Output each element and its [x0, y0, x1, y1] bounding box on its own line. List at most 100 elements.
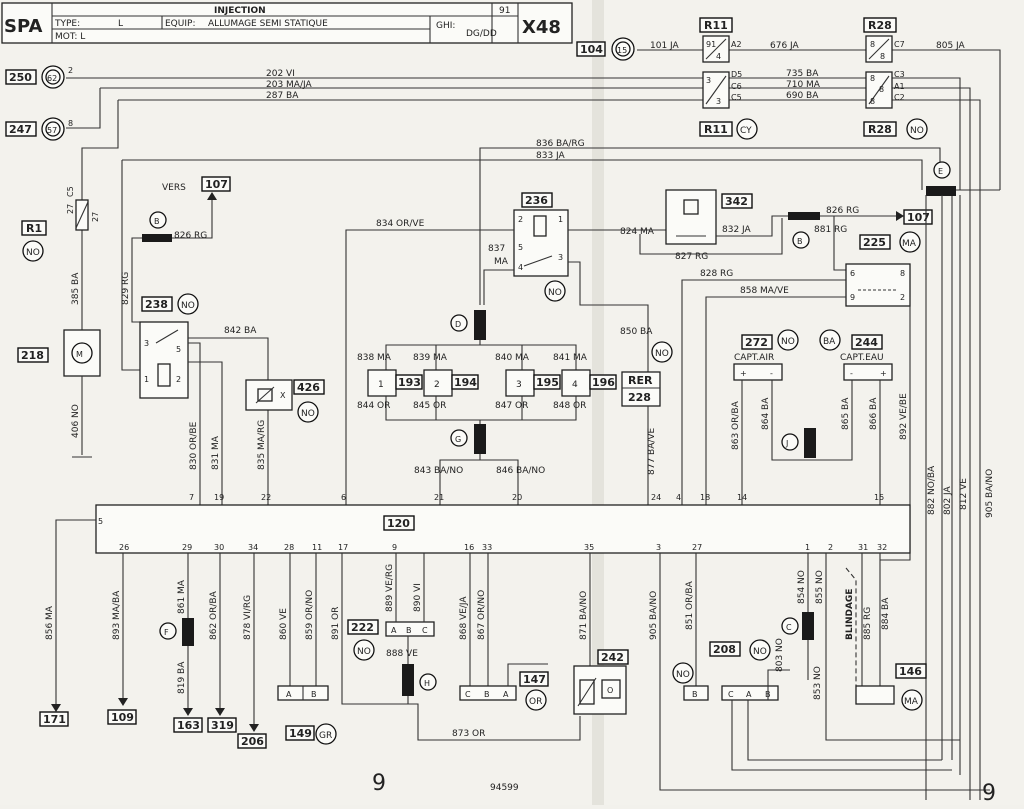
svg-text:171: 171	[43, 713, 66, 726]
right-splice-b: B 826 RG 107 881 RG 225 MA 6 8 9 2 828 R…	[681, 206, 933, 561]
svg-text:2: 2	[828, 543, 833, 552]
sensor-272: 272 NO CAPT.AIR + - 863 OR/BA 864 BA	[731, 329, 810, 505]
svg-text:107: 107	[205, 178, 228, 191]
svg-text:710 MA: 710 MA	[786, 80, 821, 90]
svg-text:847 OR: 847 OR	[495, 401, 528, 411]
type-value: L	[118, 19, 123, 29]
svg-text:A: A	[503, 690, 509, 699]
svg-text:690 BA: 690 BA	[786, 91, 819, 101]
svg-text:891 OR: 891 OR	[331, 607, 341, 640]
svg-text:+: +	[880, 369, 887, 378]
component-342: 342 824 MA 832 JA 827 RG	[620, 189, 792, 262]
ecu-120: 120 7 19 22 6 21 20 24 4 18 14 15 5 26 2…	[95, 493, 911, 554]
svg-text:832 JA: 832 JA	[722, 225, 752, 235]
svg-text:E: E	[938, 167, 943, 176]
svg-text:D: D	[455, 320, 461, 329]
svg-text:877 BA/VE: 877 BA/VE	[647, 427, 657, 475]
svg-text:853 NO: 853 NO	[813, 666, 823, 700]
svg-text:8: 8	[880, 52, 885, 61]
svg-text:BA: BA	[823, 337, 836, 347]
svg-text:3: 3	[716, 97, 721, 106]
svg-text:826 RG: 826 RG	[826, 206, 859, 216]
svg-text:844 OR: 844 OR	[357, 401, 390, 411]
svg-text:831 MA: 831 MA	[211, 435, 221, 470]
svg-text:31: 31	[858, 543, 868, 552]
svg-text:1: 1	[558, 215, 563, 224]
svg-text:8: 8	[900, 269, 905, 278]
svg-text:149: 149	[289, 727, 312, 740]
connector-250: 250 62 2	[5, 65, 73, 89]
svg-text:3: 3	[706, 76, 711, 85]
svg-text:803 NO: 803 NO	[775, 638, 785, 672]
svg-text:27: 27	[692, 543, 702, 552]
svg-text:861 MA: 861 MA	[177, 579, 187, 614]
svg-text:833 JA: 833 JA	[536, 151, 566, 161]
svg-text:19: 19	[214, 493, 224, 502]
svg-text:A: A	[286, 690, 292, 699]
svg-text:882 NO/BA: 882 NO/BA	[927, 465, 937, 515]
svg-text:8: 8	[870, 40, 875, 49]
svg-text:858 MA/VE: 858 MA/VE	[740, 286, 789, 296]
svg-text:250: 250	[9, 71, 32, 84]
svg-text:218: 218	[21, 349, 44, 362]
page-number-right: 9	[982, 781, 996, 805]
svg-text:C6: C6	[731, 82, 742, 91]
svg-text:NO: NO	[753, 647, 767, 657]
svg-text:B: B	[154, 217, 160, 226]
svg-text:194: 194	[454, 376, 477, 389]
doc-number: 94599	[490, 783, 519, 793]
svg-text:812 VE: 812 VE	[959, 478, 969, 510]
mot-label: MOT: L	[55, 32, 85, 42]
svg-text:7: 7	[189, 493, 194, 502]
svg-text:104: 104	[580, 43, 603, 56]
svg-text:846 BA/NO: 846 BA/NO	[496, 466, 545, 476]
svg-text:B: B	[692, 690, 698, 699]
svg-text:NO: NO	[655, 349, 669, 359]
svg-text:203 MA/JA: 203 MA/JA	[266, 80, 312, 90]
r1-legend: R1 NO	[21, 220, 47, 262]
svg-text:BLINDAGE: BLINDAGE	[845, 589, 855, 640]
svg-text:878 VI/RG: 878 VI/RG	[243, 595, 253, 640]
svg-text:11: 11	[312, 543, 322, 552]
svg-text:871 BA/NO: 871 BA/NO	[579, 591, 589, 640]
svg-text:890 VI: 890 VI	[413, 583, 423, 612]
svg-text:193: 193	[398, 376, 421, 389]
svg-text:MA: MA	[494, 257, 509, 267]
svg-text:R1: R1	[26, 222, 42, 235]
svg-text:196: 196	[592, 376, 615, 389]
top-wire-labels: 101 JA 676 JA 805 JA 202 VI 203 MA/JA 28…	[266, 41, 966, 161]
ghi-value: DG/DD	[466, 29, 497, 39]
svg-text:B: B	[797, 237, 803, 246]
svg-text:NO: NO	[676, 670, 690, 680]
svg-text:238: 238	[145, 298, 168, 311]
svg-text:247: 247	[9, 123, 32, 136]
svg-text:236: 236	[525, 194, 548, 207]
svg-text:863 OR/BA: 863 OR/BA	[731, 400, 741, 450]
svg-text:854 NO: 854 NO	[797, 570, 807, 604]
svg-text:F: F	[164, 628, 169, 637]
svg-text:-: -	[770, 369, 773, 378]
svg-text:845 OR: 845 OR	[413, 401, 446, 411]
svg-text:A1: A1	[894, 82, 905, 91]
page-number: 9	[372, 771, 386, 796]
svg-text:222: 222	[351, 621, 374, 634]
svg-text:MA: MA	[904, 697, 919, 707]
svg-text:385 BA: 385 BA	[71, 272, 81, 305]
svg-text:A: A	[391, 626, 397, 635]
svg-text:848 OR: 848 OR	[553, 401, 586, 411]
svg-text:889 VE/RG: 889 VE/RG	[385, 564, 395, 612]
svg-text:867 OR/NO: 867 OR/NO	[477, 590, 487, 640]
svg-text:91: 91	[706, 40, 716, 49]
svg-text:NO: NO	[910, 126, 924, 136]
svg-text:107: 107	[907, 211, 930, 224]
sensor-244: BA 244 CAPT.EAU - + 865 BA 866 BA 892 VE…	[810, 329, 909, 505]
svg-text:905 BA/NO: 905 BA/NO	[985, 469, 995, 518]
svg-text:342: 342	[725, 195, 748, 208]
svg-text:2: 2	[518, 215, 523, 224]
svg-text:120: 120	[387, 517, 410, 530]
relay-236: 236 2 1 5 4 3 NO 837 MA 834 OR/VE	[345, 192, 666, 505]
svg-text:5: 5	[98, 517, 103, 526]
svg-text:225: 225	[863, 236, 886, 249]
svg-text:829 RG: 829 RG	[121, 272, 131, 305]
